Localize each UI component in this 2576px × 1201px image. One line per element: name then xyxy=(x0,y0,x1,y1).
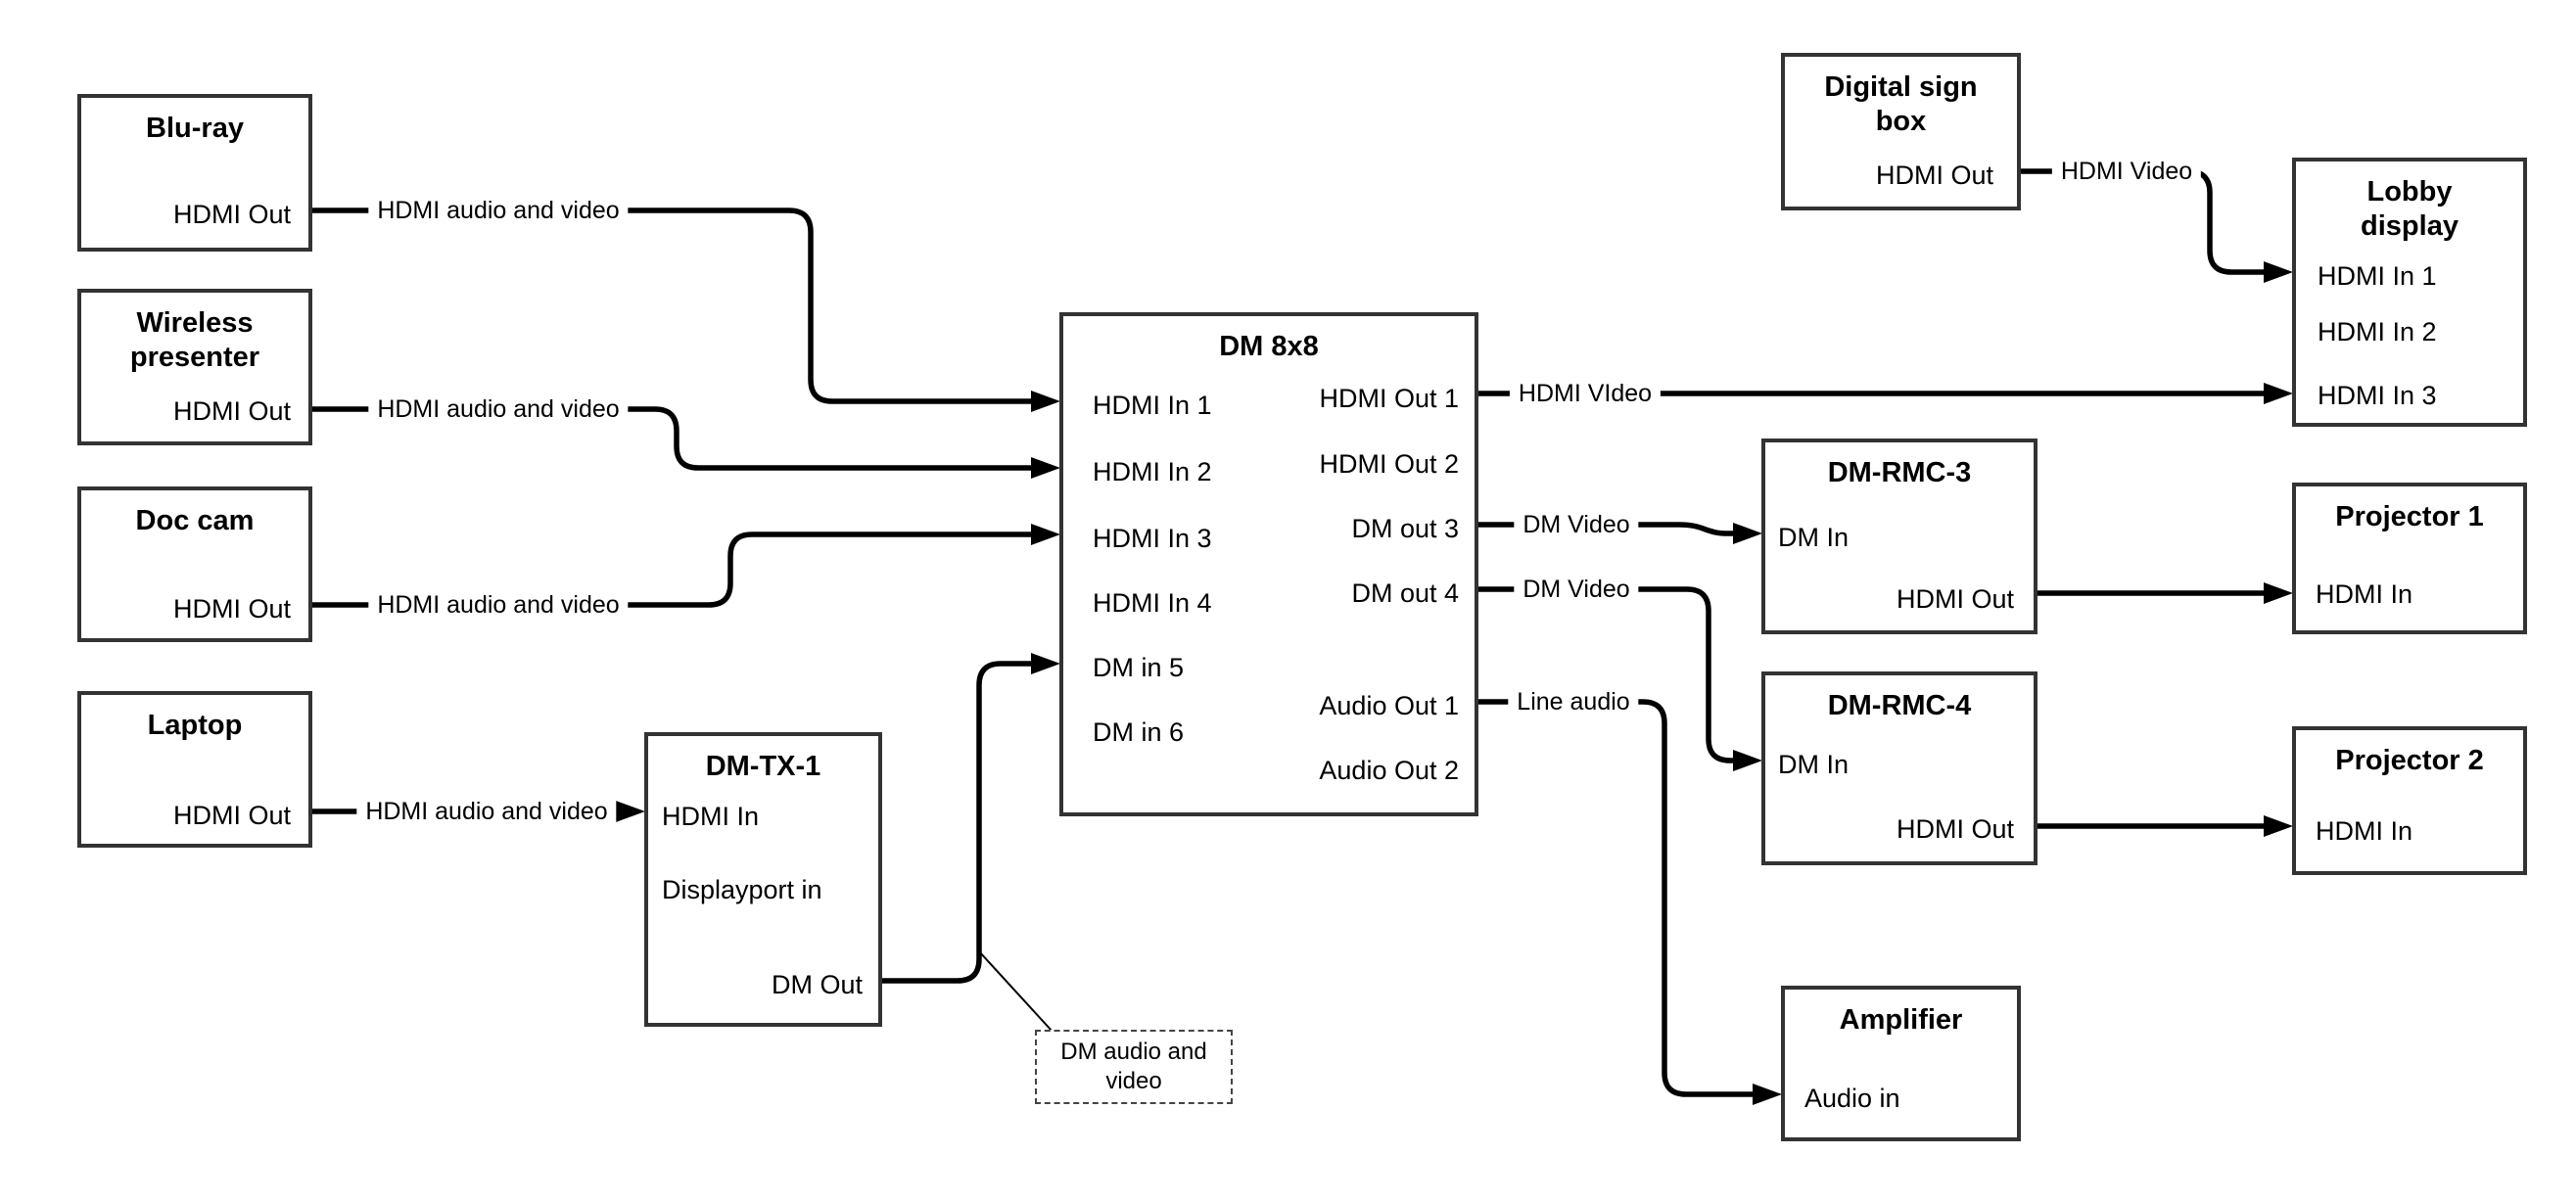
edge-label-bluray: HDMI audio and video xyxy=(368,196,629,225)
node-bluray-title: Blu-ray xyxy=(146,113,244,144)
node-bluray: Blu-ray HDMI Out xyxy=(77,94,312,252)
node-dmrmc3-title: DM-RMC-3 xyxy=(1827,457,1972,488)
edge-label-laptop: HDMI audio and video xyxy=(356,797,617,826)
port-dmtx1-dm-out: DM Out xyxy=(771,970,863,999)
port-doccam-hdmi-out: HDMI Out xyxy=(172,594,291,624)
port-dm8x8-audio-out2: Audio Out 2 xyxy=(1319,756,1459,785)
edge-label-sign-hdmi-video: HDMI Video xyxy=(2051,157,2202,186)
port-dm8x8-dm-in6: DM in 6 xyxy=(1093,717,1185,747)
port-lobby-hdmi-in2: HDMI In 2 xyxy=(2318,317,2437,346)
edge-wireless-to-dm8x8-in2 xyxy=(312,406,1060,479)
node-laptop: Laptop HDMI Out xyxy=(77,691,312,848)
node-dm8x8-title: DM 8x8 xyxy=(1219,331,1319,362)
node-projector2-title: Projector 2 xyxy=(2335,745,2484,776)
node-wireless-presenter-title: Wireless presenter xyxy=(129,307,260,373)
edge-label-dm-video-out3: DM Video xyxy=(1514,510,1639,539)
node-dm8x8: DM 8x8 HDMI In 1 HDMI In 2 HDMI In 3 HDM… xyxy=(1059,312,1478,816)
edge-doccam-to-dm8x8-in3 xyxy=(312,524,1060,608)
port-dm8x8-hdmi-in4: HDMI In 4 xyxy=(1093,588,1212,618)
port-lobby-hdmi-in3: HDMI In 3 xyxy=(2318,381,2437,410)
edge-sign-to-lobby-in1 xyxy=(2021,168,2293,283)
node-projector2: Projector 2 HDMI In xyxy=(2292,726,2527,875)
port-dmtx1-displayport-in: Displayport in xyxy=(662,875,822,904)
note-callout-line xyxy=(978,950,1054,1033)
node-doccam: Doc cam HDMI Out xyxy=(77,486,312,642)
port-amplifier-audio-in: Audio in xyxy=(1804,1084,1900,1113)
node-doccam-title: Doc cam xyxy=(135,505,255,536)
edge-dm8x8-out3-to-rmc3 xyxy=(1478,522,1762,544)
port-wireless-hdmi-out: HDMI Out xyxy=(172,396,291,426)
node-dmrmc4: DM-RMC-4 DM In HDMI Out xyxy=(1761,671,2037,865)
node-digital-sign-box: Digital sign box HDMI Out xyxy=(1781,53,2021,210)
node-projector1: Projector 1 HDMI In xyxy=(2292,483,2527,634)
node-amplifier-title: Amplifier xyxy=(1839,1004,1963,1036)
edge-bluray-to-dm8x8-in1 xyxy=(312,208,1060,412)
port-dm8x8-dm-out4: DM out 4 xyxy=(1351,578,1459,608)
port-dm8x8-audio-out1: Audio Out 1 xyxy=(1319,691,1459,720)
edge-dmtx1-to-dm8x8-in5 xyxy=(882,653,1060,984)
port-dmrmc4-dm-in: DM In xyxy=(1778,750,1850,779)
port-sign-hdmi-out: HDMI Out xyxy=(1875,161,1993,190)
port-dm8x8-hdmi-in3: HDMI In 3 xyxy=(1093,524,1212,553)
edge-label-line-audio: Line audio xyxy=(1508,687,1639,716)
node-projector1-title: Projector 1 xyxy=(2335,501,2484,532)
note-dm-audio-video: DM audio and video xyxy=(1035,1030,1233,1104)
node-dmrmc3: DM-RMC-3 DM In HDMI Out xyxy=(1761,439,2037,634)
port-dm8x8-hdmi-out1: HDMI Out 1 xyxy=(1319,384,1459,413)
port-projector2-hdmi-in: HDMI In xyxy=(2316,816,2413,846)
edge-label-hdmi-video-out1: HDMI VIdeo xyxy=(1509,379,1662,408)
edge-dm8x8-out4-to-rmc4 xyxy=(1478,586,1762,771)
edge-label-wireless: HDMI audio and video xyxy=(368,394,629,424)
node-dmrmc4-title: DM-RMC-4 xyxy=(1827,690,1972,721)
edge-label-dm-video-out4: DM Video xyxy=(1514,575,1639,604)
node-lobby-display-title: Lobby display xyxy=(2361,176,2459,242)
port-laptop-hdmi-out: HDMI Out xyxy=(172,801,291,830)
port-dmtx1-hdmi-in: HDMI In xyxy=(662,802,760,831)
edge-label-doccam: HDMI audio and video xyxy=(368,590,629,620)
port-projector1-hdmi-in: HDMI In xyxy=(2316,579,2413,609)
node-digital-sign-box-title: Digital sign box xyxy=(1824,71,1978,137)
port-dm8x8-hdmi-in2: HDMI In 2 xyxy=(1093,457,1212,486)
port-dm8x8-hdmi-in1: HDMI In 1 xyxy=(1093,391,1212,420)
node-lobby-display: Lobby display HDMI In 1 HDMI In 2 HDMI I… xyxy=(2292,158,2527,427)
edge-dm8x8-audio1-to-amp xyxy=(1478,699,1782,1105)
node-wireless-presenter: Wireless presenter HDMI Out xyxy=(77,289,312,445)
port-dm8x8-dm-in5: DM in 5 xyxy=(1093,653,1185,682)
node-dmtx1-title: DM-TX-1 xyxy=(705,751,821,782)
note-dm-audio-video-text: DM audio and video xyxy=(1060,1039,1207,1094)
port-dm8x8-dm-out3: DM out 3 xyxy=(1351,514,1459,543)
port-dmrmc3-dm-in: DM In xyxy=(1778,523,1850,552)
node-laptop-title: Laptop xyxy=(147,710,243,741)
port-lobby-hdmi-in1: HDMI In 1 xyxy=(2318,261,2437,291)
port-dmrmc4-hdmi-out: HDMI Out xyxy=(1896,814,2014,844)
port-dmrmc3-hdmi-out: HDMI Out xyxy=(1896,584,2014,614)
node-dmtx1: DM-TX-1 HDMI In Displayport in DM Out xyxy=(644,732,882,1027)
node-amplifier: Amplifier Audio in xyxy=(1781,986,2021,1141)
port-dm8x8-hdmi-out2: HDMI Out 2 xyxy=(1319,449,1459,479)
port-bluray-hdmi-out: HDMI Out xyxy=(172,200,291,229)
